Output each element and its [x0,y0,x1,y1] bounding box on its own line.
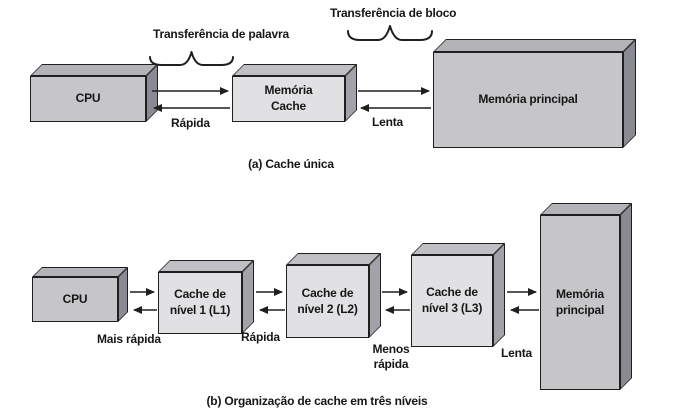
label-less-fast-b: Menos rápida [372,342,410,371]
box-top-face [433,39,636,52]
arrows-cpu-l1 [130,288,157,314]
label-slow-a: Lenta [372,115,404,129]
label-slow-b: Lenta [501,346,533,360]
caption-b: (b) Organização de cache em três níveis [206,394,428,408]
box-top-face [232,64,357,76]
box-side-face [369,253,381,338]
label-fast-a: Rápida [171,116,210,130]
box-l2-cache-label: Cache de nível 2 (L2) [286,265,369,338]
box-top-face [540,203,632,215]
arrows-l3-mainmemory [507,288,539,314]
box-l3-cache-label: Cache de nível 3 (L3) [411,255,493,347]
label-block-transfer: Transferência de bloco [330,6,457,20]
box-side-face [623,39,636,148]
arrows-l2-l3 [382,288,410,314]
box-cache-a-label: Memória Cache [232,76,345,122]
box-cpu-a-label: CPU [30,76,146,122]
box-side-face [118,267,128,322]
arrows-cpu-cache-a [152,87,230,112]
box-side-face [146,64,158,122]
box-side-face [493,243,505,347]
box-top-face [32,267,128,277]
box-cpu-b-label: CPU [32,277,118,322]
brace-block-transfer [347,25,433,41]
box-side-face [242,260,254,334]
label-fastest-b: Mais rápida [97,332,161,346]
arrows-cache-mainmemory-a [358,87,431,112]
box-main-memory-a-label: Memória principal [433,52,623,148]
arrows-l1-l2 [256,288,285,314]
brace-word-transfer [149,51,234,66]
box-main-memory-b-label: Memória principal [540,215,620,390]
box-side-face [345,64,357,122]
caption-a: (a) Cache única [248,157,334,171]
box-top-face [158,260,254,272]
label-word-transfer: Transferência de palavra [153,27,289,41]
box-l1-cache-label: Cache de nível 1 (L1) [158,272,242,334]
box-top-face [411,243,505,255]
box-top-face [286,253,381,265]
box-top-face [30,64,158,76]
box-side-face [620,203,632,390]
label-fast-b: Rápida [241,330,280,344]
